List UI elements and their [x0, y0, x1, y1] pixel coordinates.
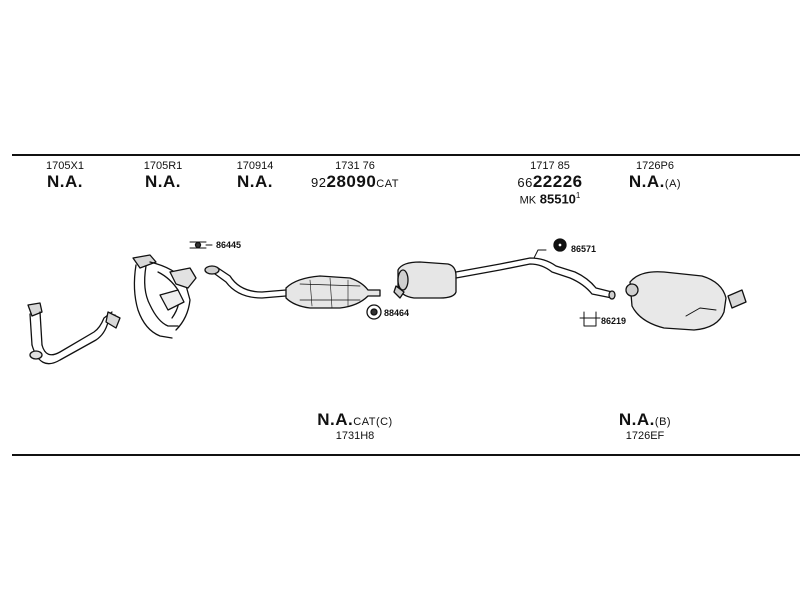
part-column-4: 1731 76 9228090CAT	[300, 160, 410, 192]
part-number: N.A.	[47, 172, 83, 191]
alt-part-main: 85510	[539, 191, 576, 207]
alt-part-prefix: MK	[519, 194, 537, 207]
clamp-icon-86571	[553, 238, 567, 252]
part-number: N.A.CAT(C)	[300, 410, 410, 430]
part-column-5: 1717 85 6622226 MK 855101	[505, 160, 595, 206]
part-number: N.A.(B)	[605, 410, 685, 430]
part-column-2: 1705R1 N.A.	[138, 160, 188, 192]
front-pipe-1705x1	[27, 302, 121, 365]
part-code: 170914	[236, 160, 274, 172]
part-number: 6622226	[505, 172, 595, 192]
part-code: 1726EF	[625, 430, 665, 442]
clamp-icon-88464	[366, 304, 382, 320]
part-column-3: 170914 N.A.	[230, 160, 280, 192]
clamp-label-1: 86445	[216, 240, 242, 250]
middle-silencer	[393, 261, 457, 299]
part-code: 1705R1	[143, 160, 183, 172]
rear-silencer	[625, 271, 747, 331]
part-code: 1731H8	[335, 430, 375, 442]
part-code: 1731 76	[335, 160, 375, 172]
part-number-main: N.A.	[317, 410, 354, 429]
alt-part-sup: 1	[575, 191, 581, 200]
clamp-icon-86445	[189, 241, 213, 249]
connecting-pipe	[455, 249, 616, 300]
part-number: N.A.	[145, 172, 181, 191]
part-code: 1717 85	[530, 160, 570, 172]
part-number-suffix: (B)	[654, 416, 672, 428]
part-number-suffix: (A)	[664, 178, 682, 190]
part-number-prefix: 66	[517, 175, 533, 190]
manifold-pipe-1705r1	[132, 254, 197, 339]
part-number: N.A.	[237, 172, 273, 191]
part-number: 9228090CAT	[300, 172, 410, 192]
part-number-suffix: CAT	[376, 178, 399, 190]
alt-part-number: MK 855101	[505, 191, 595, 206]
part-number-suffix: CAT(C)	[353, 416, 393, 428]
clamp-label-4: 86219	[601, 316, 627, 326]
part-number-main: N.A.	[628, 172, 665, 191]
part-number-main: N.A.	[618, 410, 655, 429]
part-number: N.A.(A)	[615, 172, 695, 192]
part-code: 1705X1	[46, 160, 84, 172]
clamp-label-3: 86571	[571, 244, 597, 254]
front-pipe-170914	[204, 265, 287, 299]
bottom-column-1: N.A.CAT(C) 1731H8	[300, 410, 410, 442]
top-rule	[12, 154, 800, 156]
part-number-main: 22226	[532, 172, 583, 191]
bottom-rule	[12, 454, 800, 456]
clamp-label-2: 88464	[384, 308, 410, 318]
part-column-6: 1726P6 N.A.(A)	[615, 160, 695, 192]
part-column-1: 1705X1 N.A.	[40, 160, 90, 192]
catalytic-converter	[285, 275, 381, 309]
clamp-icon-86219	[579, 311, 601, 327]
part-number-prefix: 92	[311, 175, 327, 190]
bottom-column-2: N.A.(B) 1726EF	[605, 410, 685, 442]
part-number-main: 28090	[326, 172, 377, 191]
part-code: 1726P6	[636, 160, 674, 172]
